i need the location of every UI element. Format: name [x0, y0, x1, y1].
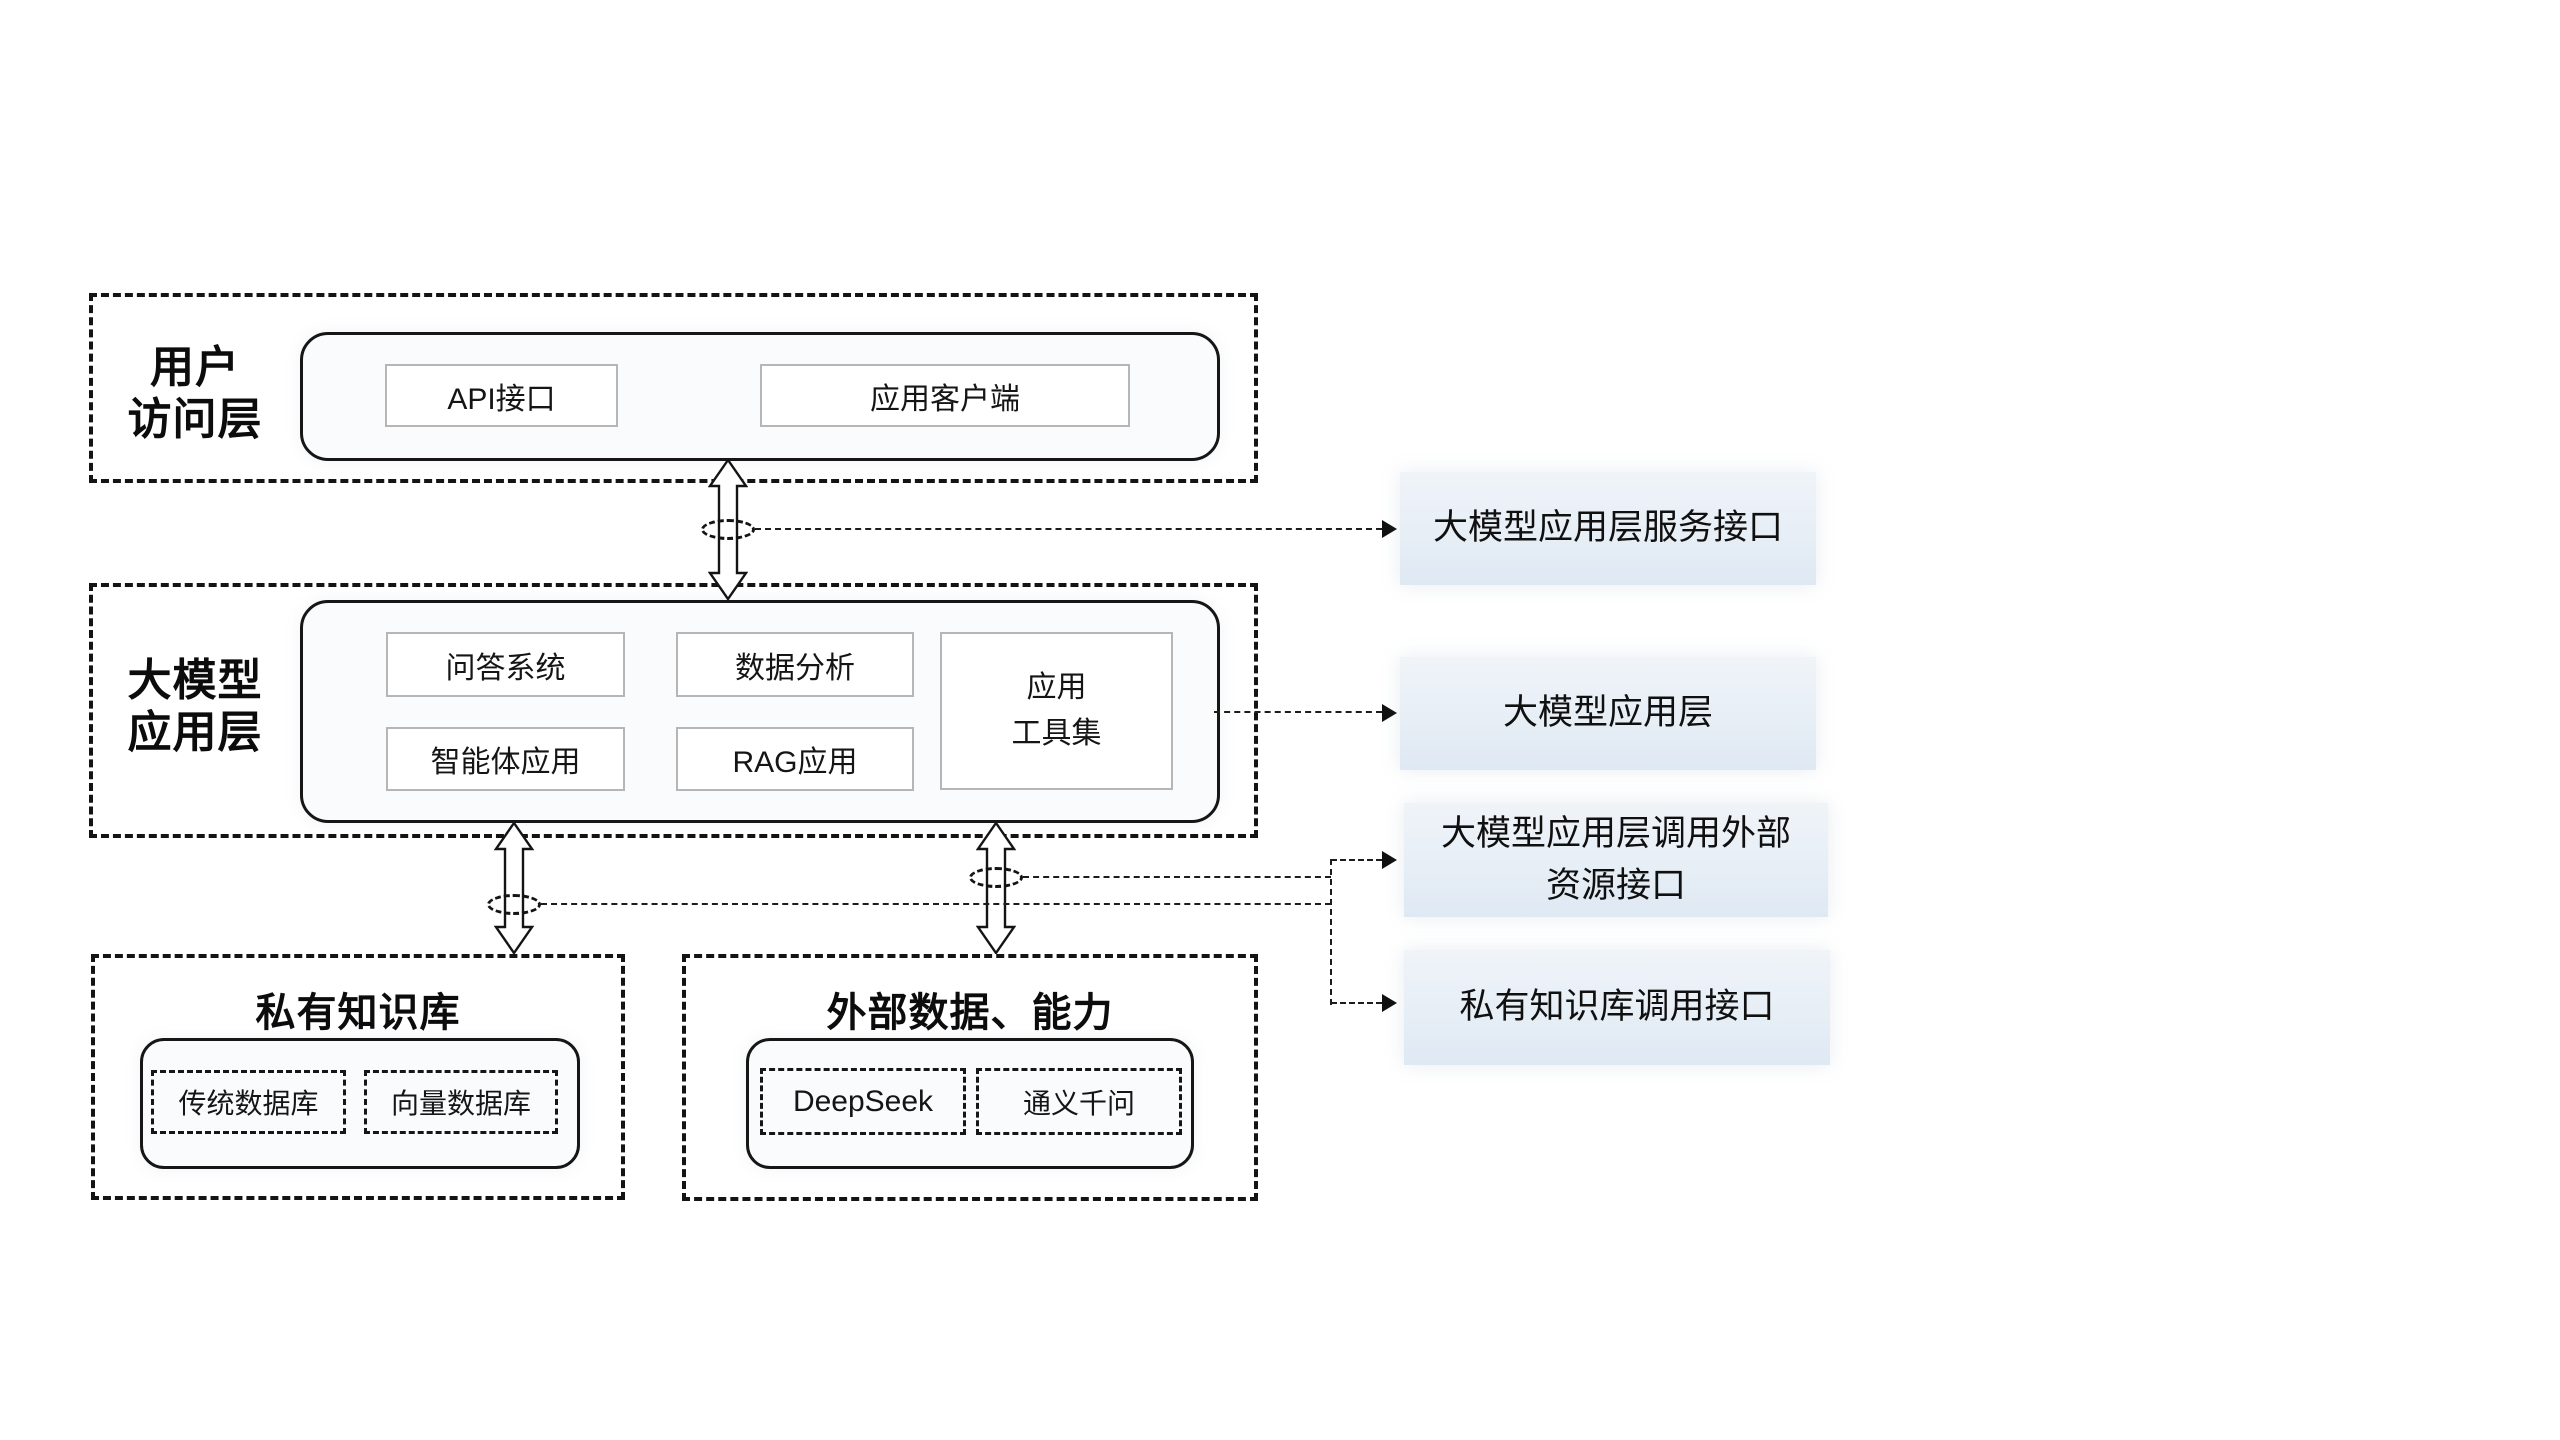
- connector-knowledge-call: [541, 903, 1331, 905]
- connector-vertical-bus: [1330, 859, 1332, 1005]
- llm-app-layer-title: 大模型 应用层: [100, 655, 290, 759]
- connection-point-external: [969, 867, 1023, 888]
- data-analysis-label: 数据分析: [735, 651, 855, 685]
- traditional-db-box: 传统数据库: [151, 1070, 346, 1134]
- rag-app-box: RAG应用: [676, 727, 914, 791]
- external-data-box: [682, 954, 1258, 1201]
- user-access-layer-title: 用户 访问层: [100, 342, 290, 446]
- user-access-layer-title-line1: 用户: [150, 343, 240, 392]
- connector-app-layer: [1214, 711, 1382, 713]
- llm-app-layer-title-line1: 大模型: [127, 656, 263, 705]
- deepseek-box: DeepSeek: [760, 1068, 966, 1135]
- qa-system-label: 问答系统: [445, 651, 566, 685]
- vector-db-box: 向量数据库: [364, 1070, 558, 1134]
- private-knowledge-base-title: 私有知识库: [255, 991, 461, 1035]
- private-knowledge-base-container: [140, 1038, 580, 1169]
- connector-external-resource: [1023, 876, 1331, 878]
- deepseek-label: DeepSeek: [792, 1084, 934, 1118]
- external-data-container: [746, 1038, 1194, 1169]
- agent-app-label: 智能体应用: [430, 746, 581, 779]
- service-interface-label: 大模型应用层服务接口: [1400, 472, 1816, 585]
- connection-point-service: [701, 519, 755, 540]
- private-knowledge-base-box: [91, 954, 625, 1200]
- app-client-label: 应用客户端: [870, 382, 1020, 416]
- vector-db-label: 向量数据库: [390, 1088, 531, 1119]
- connection-point-knowledge: [487, 894, 541, 915]
- app-toolset-label-line2: 工具集: [1011, 717, 1102, 750]
- data-analysis-box: 数据分析: [676, 632, 914, 697]
- external-data-title: 外部数据、能力: [826, 991, 1114, 1035]
- external-resource-interface-label: 大模型应用层调用外部 资源接口: [1404, 803, 1828, 917]
- app-layer-text: 大模型应用层: [1502, 693, 1713, 733]
- app-layer-label: 大模型应用层: [1400, 657, 1816, 770]
- llm-app-layer-box: [89, 583, 1258, 838]
- arrow-llm-to-external: [976, 822, 1016, 954]
- qa-system-box: 问答系统: [386, 632, 625, 697]
- knowledge-call-interface-label: 私有知识库调用接口: [1404, 950, 1830, 1065]
- external-resource-interface-line2: 资源接口: [1545, 866, 1686, 905]
- arrow-llm-to-knowledge: [494, 822, 534, 954]
- connector-branch-external: [1331, 859, 1382, 861]
- arrowhead-app-layer: [1382, 704, 1397, 722]
- traditional-db-label: 传统数据库: [178, 1088, 319, 1119]
- app-client-box: 应用客户端: [760, 364, 1130, 427]
- arrowhead-external-resource: [1382, 851, 1397, 869]
- knowledge-call-interface-text: 私有知识库调用接口: [1459, 987, 1775, 1027]
- app-toolset-label-line1: 应用: [1026, 670, 1087, 704]
- qwen-label: 通义千问: [1022, 1087, 1135, 1119]
- arrowhead-service-interface: [1382, 520, 1397, 538]
- qwen-box: 通义千问: [976, 1068, 1182, 1135]
- external-resource-interface-line1: 大模型应用层调用外部: [1440, 813, 1791, 853]
- agent-app-box: 智能体应用: [386, 727, 625, 791]
- api-interface-box: API接口: [385, 364, 618, 427]
- user-access-layer-title-line2: 访问层: [127, 394, 263, 444]
- rag-app-label: RAG应用: [732, 746, 858, 779]
- app-toolset-box: 应用 工具集: [940, 632, 1173, 790]
- llm-app-layer-title-line2: 应用层: [127, 707, 263, 757]
- api-interface-label: API接口: [447, 382, 556, 416]
- connector-service-interface: [755, 528, 1382, 530]
- user-access-layer-box: [89, 293, 1258, 483]
- arrowhead-knowledge-call: [1382, 994, 1397, 1012]
- connector-branch-knowledge: [1331, 1002, 1382, 1004]
- service-interface-text: 大模型应用层服务接口: [1432, 508, 1783, 548]
